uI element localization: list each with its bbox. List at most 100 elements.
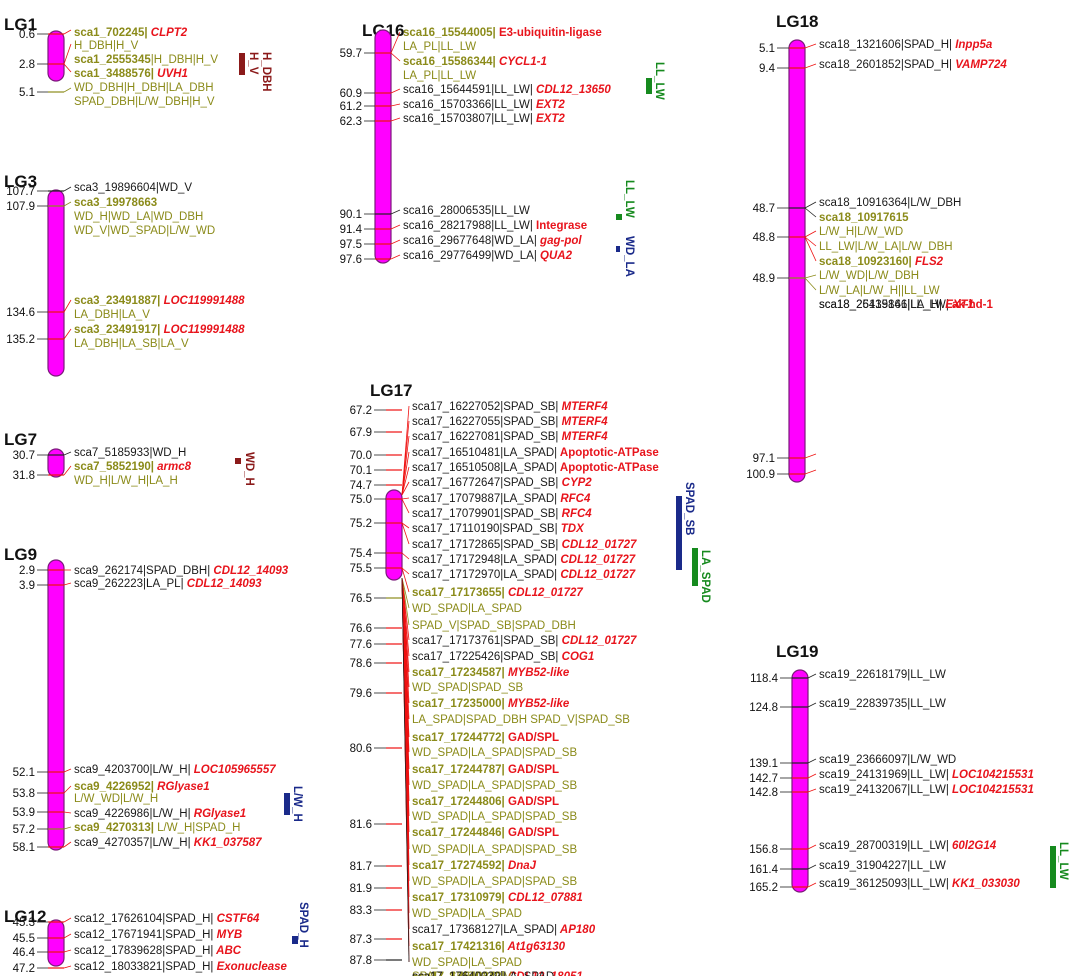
gene-name: EXT1: [942, 299, 974, 311]
marker-label: sca1_3488576| UVH1: [74, 68, 188, 80]
gene-name: Apoptotic-ATPase: [557, 462, 659, 474]
marker-id: WD_SPAD|LA_SPAD|SPAD_SB: [412, 876, 577, 888]
marker-id: sca17_17079887|LA_SPAD|: [412, 493, 557, 505]
marker-label: sca16_29677648|WD_LA| gag-pol: [403, 235, 582, 247]
qtl-label: LL_LW: [623, 180, 635, 218]
marker-id: sca17_17173655|: [412, 587, 505, 599]
marker-position: 59.7: [340, 48, 362, 60]
marker-position: 165.2: [749, 882, 778, 894]
linkage-group-title: LG18: [776, 12, 819, 31]
gene-name: GAD/SPL: [505, 764, 559, 776]
marker-position: 52.1: [13, 767, 35, 779]
marker-position: 118.4: [750, 673, 779, 685]
gene-name: CDL12_14093: [210, 565, 289, 577]
marker-label: sca19_22618179|LL_LW: [819, 669, 946, 681]
gene-name: TDX: [558, 523, 586, 535]
qtl-label: H_V: [247, 52, 259, 75]
marker-id: sca17_17368127|LA_SPAD|: [412, 924, 557, 936]
marker-label: sca9_262223|LA_PL| CDL12_14093: [74, 578, 262, 590]
marker-label: WD_SPAD|LA_SPAD: [412, 908, 522, 920]
marker-label: WD_H|L/W_H|LA_H: [74, 475, 178, 487]
qtl-label: LA_SPAD: [699, 550, 711, 603]
linkage-group-title: LG3: [4, 172, 37, 191]
marker-id: sca16_28006535|LL_LW: [403, 205, 530, 217]
marker-id: sca9_262223|LA_PL|: [74, 578, 184, 590]
marker-position: 61.2: [340, 101, 362, 113]
marker-id: L/W_WD|L/W_H: [74, 793, 158, 805]
label-connector: [63, 933, 72, 939]
label-connector: [807, 788, 817, 793]
marker-label: sca18_10916364|L/W_DBH: [819, 197, 961, 209]
marker-id: L/W_LA|L/W_H||LL_LW: [819, 285, 940, 297]
gene-name: ak-hd-1: [949, 299, 994, 311]
marker-position: 57.2: [13, 824, 35, 836]
marker-id: WD_SPAD|LA_SPAD|SPAD_SB: [412, 780, 577, 792]
marker-label: SPAD_DBH|L/W_DBH|H_V: [74, 96, 215, 108]
marker-id: sca9_262174|SPAD_DBH|: [74, 565, 210, 577]
qtl-label: SPAD_SB: [683, 482, 695, 535]
marker-id: WD_SPAD|SPAD_SB: [412, 682, 524, 694]
marker-id: sca12_17671941|SPAD_H|: [74, 929, 213, 941]
gene-name: MYB: [213, 929, 242, 941]
label-connector: [807, 702, 817, 708]
qtl-bar: [1050, 846, 1056, 888]
gene-name: MTERF4: [558, 401, 608, 413]
marker-id: sca17_16227081|SPAD_SB|: [412, 431, 558, 443]
gene-name: GAD/SPL: [505, 732, 559, 744]
marker-id: sca3_23491887|: [74, 295, 160, 307]
marker-label: LA_SPAD|SPAD_DBH SPAD_V|SPAD_SB: [412, 714, 630, 726]
marker-id: LA_PL|LL_LW: [403, 41, 476, 53]
label-connector: [390, 254, 401, 260]
label-connector: [401, 577, 410, 609]
marker-position: 67.2: [350, 405, 372, 417]
marker-id: sca16_29776499|WD_LA|: [403, 250, 537, 262]
marker-label: WD_SPAD|LA_SPAD|SPAD_SB: [412, 747, 577, 759]
label-connector: [807, 882, 817, 888]
marker-label: sca17_17173655| CDL12_01727: [412, 587, 583, 599]
qtl-label: SPAD_H: [297, 902, 309, 948]
marker-label: sca16_28217988|LL_LW| Integrase: [403, 220, 587, 232]
gene-name: 60l2G14: [949, 840, 997, 852]
linkage-group-title: LG19: [776, 642, 819, 661]
marker-position: 2.8: [19, 59, 35, 71]
label-connector: [63, 328, 72, 340]
gene-name: GAD/SPL: [505, 796, 559, 808]
marker-label: sca19_36125093|LL_LW| KK1_033030: [819, 878, 1020, 890]
marker-id: sca16_15644591|LL_LW|: [403, 84, 533, 96]
marker-position: 48.8: [753, 232, 775, 244]
gene-name: Apoptotic-ATPase: [557, 447, 659, 459]
qtl-bar: [616, 214, 622, 220]
label-connector: [63, 785, 72, 794]
marker-label: WD_H|WD_LA|WD_DBH: [74, 211, 203, 223]
marker-label: sca19_22839735|LL_LW: [819, 698, 946, 710]
label-connector: [390, 31, 401, 54]
marker-position: 5.1: [759, 43, 775, 55]
label-connector: [63, 43, 72, 65]
chromosome-bar: [374, 29, 392, 264]
label-connector: [63, 201, 72, 207]
marker-label: sca17_16510481|LA_SPAD| Apoptotic-ATPase: [412, 447, 659, 459]
gene-name: RGlyase1: [191, 808, 247, 820]
label-connector: [63, 917, 72, 923]
marker-id: sca18_10917615: [819, 212, 909, 224]
marker-id: L/W_H|L/W_WD: [819, 226, 903, 238]
marker-position: 97.1: [753, 453, 775, 465]
label-connector: [807, 673, 817, 679]
marker-label: sca1_2555345|H_DBH|H_V: [74, 54, 218, 66]
gene-name: RFC4: [558, 508, 592, 520]
marker-id: sca19_24131969|LL_LW|: [819, 769, 949, 781]
marker-id: sca17_17421316|: [412, 941, 505, 953]
gene-name: EXT2: [533, 113, 566, 125]
label-connector: [804, 236, 817, 262]
marker-label: SPAD_SB|SPAD_V: [412, 971, 512, 976]
label-connector: [401, 567, 410, 593]
gene-name: UVH1: [154, 68, 188, 80]
marker-position: 97.6: [340, 254, 362, 266]
label-connector: [63, 451, 72, 456]
gene-name: CYCL1-1: [496, 56, 547, 68]
marker-id: WD_SPAD|LA_SPAD: [412, 603, 522, 615]
label-connector: [63, 965, 72, 969]
marker-label: sca17_17368127|LA_SPAD| AP180: [412, 924, 596, 936]
marker-label: sca17_17244772| GAD/SPL: [412, 732, 559, 744]
